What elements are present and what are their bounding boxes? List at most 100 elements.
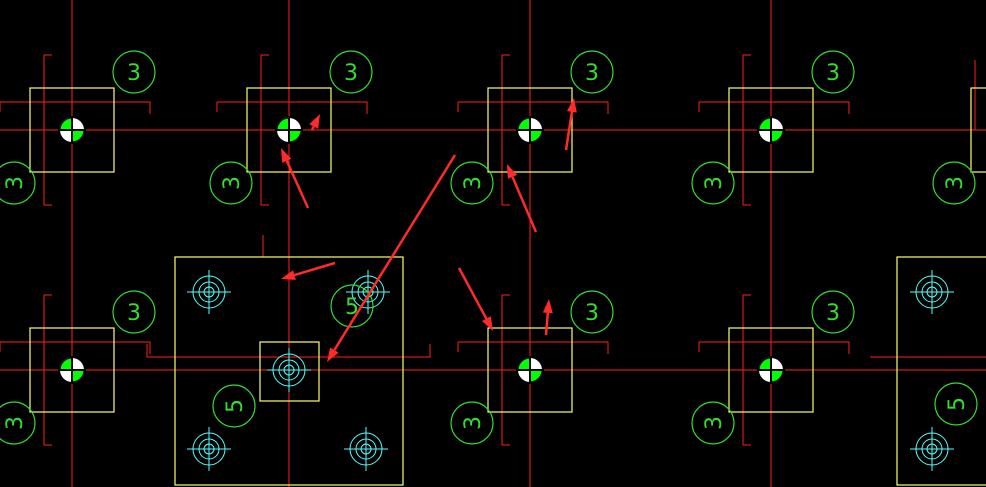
arrow-head <box>281 270 296 280</box>
tag-label: 5 <box>945 397 970 411</box>
tag-circle <box>329 50 373 94</box>
pile-icon <box>346 270 390 314</box>
dimension-bracket <box>698 54 850 206</box>
tag-label: 5 <box>223 399 248 413</box>
pile-icon <box>267 348 311 392</box>
tag-label: 3 <box>344 61 358 86</box>
column-marker-icon <box>516 116 544 144</box>
tag-label: 3 <box>702 416 727 430</box>
dimension-bracket <box>216 54 368 206</box>
five-pile-cap-outline <box>174 256 404 486</box>
tag-circle <box>934 382 978 426</box>
bracket-line <box>699 341 850 354</box>
bracket-line <box>458 341 609 354</box>
tag-label: 3 <box>220 176 245 190</box>
cap-tag: 3 <box>691 401 735 445</box>
cap-tag: 5 <box>212 384 256 428</box>
arrow-head <box>542 299 553 314</box>
tag-label: 3 <box>461 416 486 430</box>
column-box-outline <box>259 341 320 402</box>
marker-quadrant <box>771 118 783 130</box>
cap-tag: 3 <box>112 290 156 334</box>
arrow-icon <box>542 299 553 336</box>
tag-circle <box>811 290 855 334</box>
dimension-bracket <box>457 294 609 446</box>
arrow-shaft <box>333 154 457 351</box>
marker-quadrant <box>530 118 542 130</box>
marker-quadrant <box>759 370 771 382</box>
marker-quadrant <box>60 370 72 382</box>
tag-label: 5 <box>345 295 359 320</box>
five-pile-cap-outline <box>896 256 986 486</box>
arrow-head <box>481 316 493 331</box>
bracket-line <box>217 101 368 114</box>
arrow-head <box>327 347 339 362</box>
tag-label: 3 <box>127 61 141 86</box>
marker-quadrant <box>518 130 530 142</box>
marker-quadrant <box>60 130 72 142</box>
cap-tag: 3 <box>209 161 253 205</box>
marker-quadrant <box>759 130 771 142</box>
tag-label: 3 <box>127 301 141 326</box>
pile-icon <box>187 427 231 471</box>
cap-tag: 3 <box>811 50 855 94</box>
cap-tag: 3 <box>0 161 36 205</box>
annotation-arrows <box>281 98 577 362</box>
dimension-bracket <box>0 294 151 446</box>
cap-tag: 3 <box>811 290 855 334</box>
arrow-icon <box>564 98 577 151</box>
arrow-shaft <box>310 125 315 131</box>
tag-label: 3 <box>3 416 28 430</box>
pile-cap-outline <box>728 327 814 413</box>
pile-cap-outline <box>487 87 573 173</box>
tag-circle <box>212 384 256 428</box>
tag-circle <box>932 161 976 205</box>
tag-circle <box>450 401 494 445</box>
column-marker-icon <box>58 356 86 384</box>
dimension-bracket <box>698 294 850 446</box>
pile-cap-outline <box>970 87 986 173</box>
arrow-icon <box>281 148 310 209</box>
tag-label: 3 <box>826 61 840 86</box>
pile-icon <box>910 427 954 471</box>
cap-tag: 3 <box>691 161 735 205</box>
tag-circle <box>0 161 36 205</box>
bracket-line <box>0 341 151 354</box>
column-marker-icon <box>757 116 785 144</box>
tag-circle <box>691 161 735 205</box>
arrow-shaft <box>544 312 550 336</box>
pile-icon <box>344 427 388 471</box>
tag-circle <box>570 290 614 334</box>
pile-cap-outline <box>246 87 332 173</box>
pile-cap-outline <box>487 327 573 413</box>
arrow-shaft <box>294 261 336 277</box>
bracket-line <box>458 101 609 114</box>
marker-quadrant <box>771 358 783 370</box>
marker-quadrant <box>72 358 84 370</box>
tag-label: 3 <box>3 176 28 190</box>
tag-label: 3 <box>943 176 968 190</box>
pile-cap-outline <box>29 327 115 413</box>
tag-circle <box>691 401 735 445</box>
cap-tag: 3 <box>112 50 156 94</box>
tag-label: 3 <box>702 176 727 190</box>
tag-label: 3 <box>585 301 599 326</box>
tag-label: 3 <box>826 301 840 326</box>
tag-circle <box>811 50 855 94</box>
tag-label: 3 <box>585 61 599 86</box>
marker-quadrant <box>72 118 84 130</box>
tag-circle <box>112 50 156 94</box>
tag-circle <box>330 284 374 328</box>
cap-tag: 3 <box>0 401 36 445</box>
dimension-bracket <box>0 54 151 206</box>
column-marker-icon <box>58 116 86 144</box>
marker-quadrant <box>518 370 530 382</box>
arrow-shaft <box>285 160 310 209</box>
pile-cap-outline <box>728 87 814 173</box>
column-marker-icon <box>516 356 544 384</box>
column-marker-icon <box>757 356 785 384</box>
arrow-icon <box>507 164 538 233</box>
